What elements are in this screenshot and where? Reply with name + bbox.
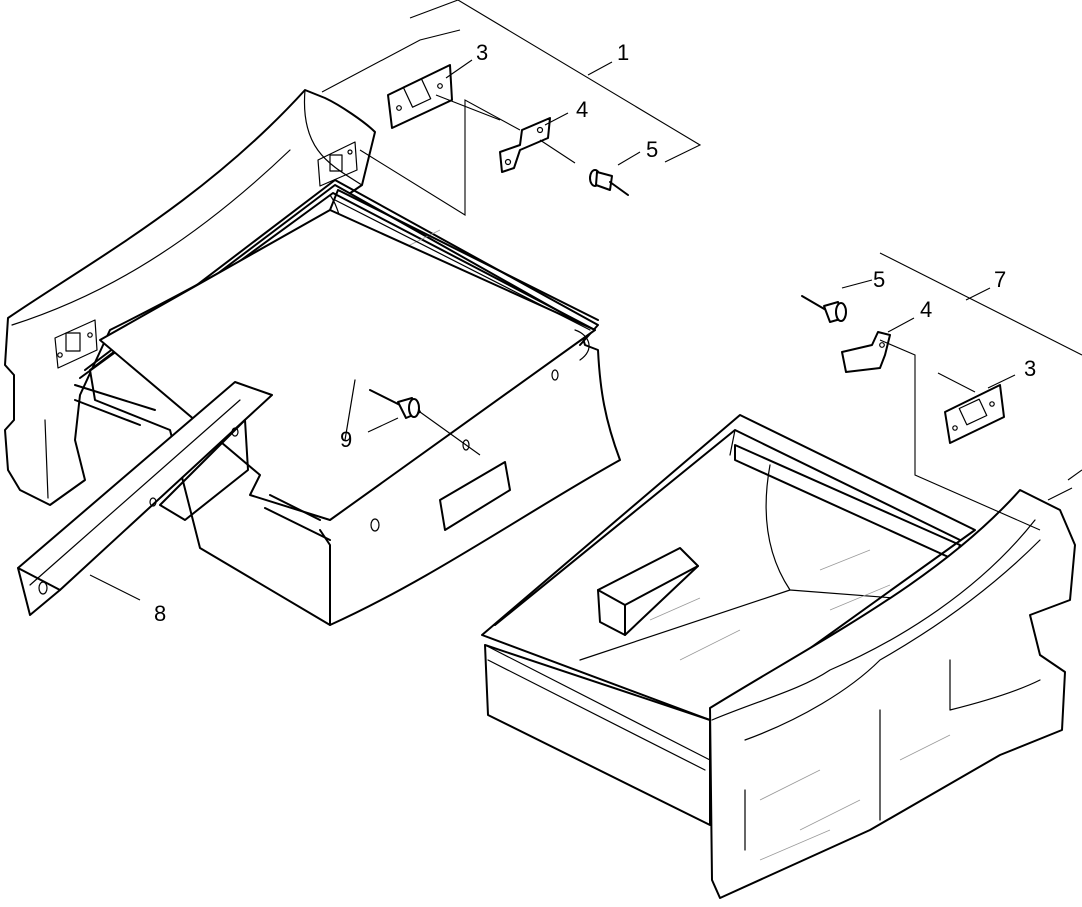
callout-9: 9 <box>340 427 352 452</box>
callout-1: 1 <box>617 40 629 65</box>
leader-lines-right <box>841 252 1082 531</box>
part-5-rivet-lower <box>801 295 847 323</box>
left-handle-slot <box>439 461 511 531</box>
part-8-bracket <box>17 381 273 616</box>
leader-3-upper <box>445 59 473 79</box>
part-3-plate-lower <box>944 384 1005 444</box>
right-front-panel <box>709 489 1076 899</box>
callout-4-lower: 4 <box>920 297 932 322</box>
part-5-rivet-upper <box>589 169 629 196</box>
callout-labels: 1 3 4 5 5 7 4 3 9 8 <box>154 40 1036 626</box>
drawer-block <box>597 547 699 636</box>
part-4-hinge-upper <box>499 117 551 173</box>
part-3-plate-upper <box>387 64 453 129</box>
leader-4-upper <box>544 112 569 126</box>
leader-9 <box>367 417 399 433</box>
latch-bracket-left <box>54 141 358 369</box>
callout-4-upper: 4 <box>576 97 588 122</box>
callout-8: 8 <box>154 601 166 626</box>
leader-8 <box>89 574 141 601</box>
leader-lines-left <box>321 0 702 216</box>
callout-3-upper: 3 <box>476 40 488 65</box>
part-9-rivet <box>369 389 481 456</box>
right-drawer-body <box>484 644 711 826</box>
callout-7: 7 <box>994 267 1006 292</box>
callout-3-lower: 3 <box>1024 356 1036 381</box>
leader-5-upper <box>617 151 641 166</box>
part-4-hinge-lower <box>841 331 891 373</box>
callout-5-lower: 5 <box>873 267 885 292</box>
right-drawer-assembly <box>481 414 1076 899</box>
callout-5-upper: 5 <box>646 137 658 162</box>
